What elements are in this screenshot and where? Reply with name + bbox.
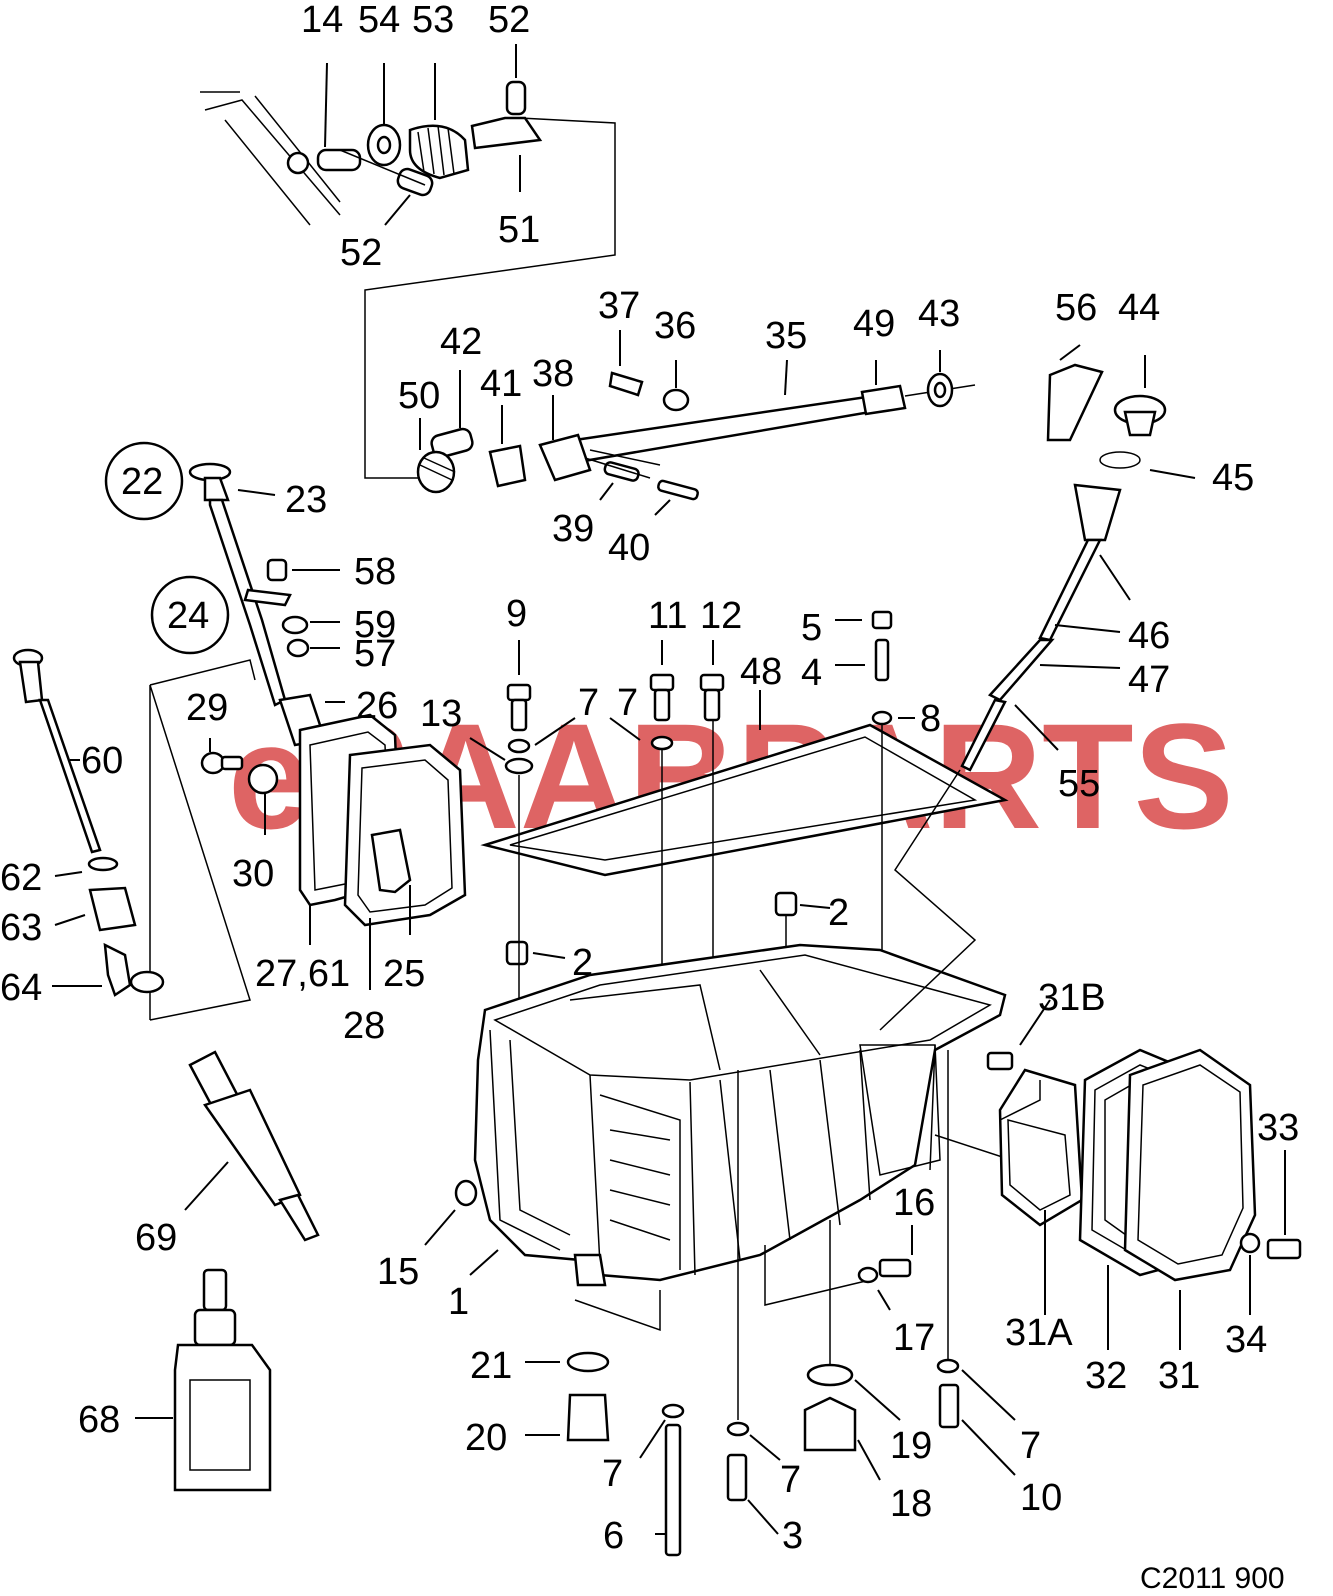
callout-label: 68 [78,1399,120,1441]
callout-label: 31A [1005,1312,1073,1354]
callout-label: 18 [890,1483,932,1525]
callout-label: 35 [765,315,807,357]
callout-label: 45 [1212,457,1254,499]
callout-labels: 14 54 53 52 52 51 37 36 35 49 43 56 44 4… [0,0,1299,1557]
callout-label: 2 [828,892,849,934]
callout-label: 11 [648,595,687,637]
callout-label: 63 [0,907,42,949]
sealant-syringe [184,1050,320,1242]
callout-label: 42 [440,321,482,363]
callout-label: 5 [801,607,822,649]
callout-label: 31 [1158,1355,1200,1397]
callout-label: 49 [853,303,895,345]
callout-label: 58 [354,551,396,593]
callout-label: 38 [532,353,574,395]
dipstick-assembly [12,648,165,997]
callout-label: 47 [1128,659,1170,701]
callout-label: 55 [1058,763,1100,805]
callout-label: 41 [480,363,522,405]
callout-label: 30 [232,853,274,895]
callout-label: 36 [654,305,696,347]
callout-label: 37 [598,285,640,327]
callout-label: 7 [1020,1425,1041,1467]
callout-label: 24 [167,595,209,637]
callout-label: 15 [377,1251,419,1293]
callout-label: 50 [398,375,440,417]
callout-label: 9 [506,593,527,635]
callout-label: 51 [498,209,540,251]
side-cover-assembly [149,659,467,1021]
callout-label: 32 [1085,1355,1127,1397]
callout-label: 60 [81,740,123,782]
callout-label: 52 [488,0,530,41]
callout-label: 17 [893,1317,935,1359]
callout-label: 1 [448,1281,469,1323]
callout-label: 44 [1118,287,1160,329]
callout-label: 43 [918,293,960,335]
callout-label: 7 [780,1459,801,1501]
callout-label: 4 [801,652,822,694]
callout-label: 23 [285,479,327,521]
callout-label: 7 [617,682,638,724]
callout-label: 7 [578,682,599,724]
callout-label: 54 [358,0,400,41]
callout-label: 3 [782,1515,803,1557]
callout-label: 29 [186,687,228,729]
callout-label: 52 [340,232,382,274]
callout-label: 56 [1055,287,1097,329]
callout-label: 19 [890,1425,932,1467]
selector-shaft-assembly [200,44,616,479]
gasket-and-fasteners [469,610,1009,1000]
sealant-bottle [135,1268,272,1492]
callout-label: 33 [1257,1107,1299,1149]
drawing-code: C2011 900 [1140,1562,1285,1595]
callout-label: 31B [1038,977,1106,1019]
callout-label: 40 [608,527,650,569]
callout-label: 34 [1225,1319,1267,1361]
rear-cover-assembly [986,999,1302,1350]
callout-label: 7 [602,1453,623,1495]
callout-label: 59 [354,604,396,646]
transmission-case [424,769,1181,1287]
callout-label: 69 [135,1217,177,1259]
lower-fasteners-and-plugs [525,1050,1016,1557]
callout-label: 28 [343,1005,385,1047]
callout-label: 25 [383,953,425,995]
callout-label: 6 [603,1515,624,1557]
callout-label: 22 [121,461,163,503]
callout-label: 14 [301,0,343,41]
callout-label: 62 [0,857,42,899]
callout-label: 27,61 [255,953,350,995]
callout-label: 12 [700,595,742,637]
callout-label: 13 [420,693,462,735]
callout-label: 10 [1020,1477,1062,1519]
callout-label: 64 [0,967,42,1009]
callout-label: 48 [740,651,782,693]
callout-label: 16 [893,1182,935,1224]
callout-label: 8 [920,698,941,740]
callout-24-circle [150,575,230,655]
shift-rod-assembly [416,330,976,516]
callout-label: 2 [572,942,593,984]
callout-label: 57 [354,633,396,675]
callout-label: 39 [552,508,594,550]
callout-label: 53 [412,0,454,41]
callout-label: 20 [465,1417,507,1459]
callout-label: 26 [356,685,398,727]
oil-filler-assembly [960,344,1196,772]
callout-22-circle [104,441,184,521]
callout-label: 21 [470,1345,512,1387]
callout-label: 46 [1128,615,1170,657]
